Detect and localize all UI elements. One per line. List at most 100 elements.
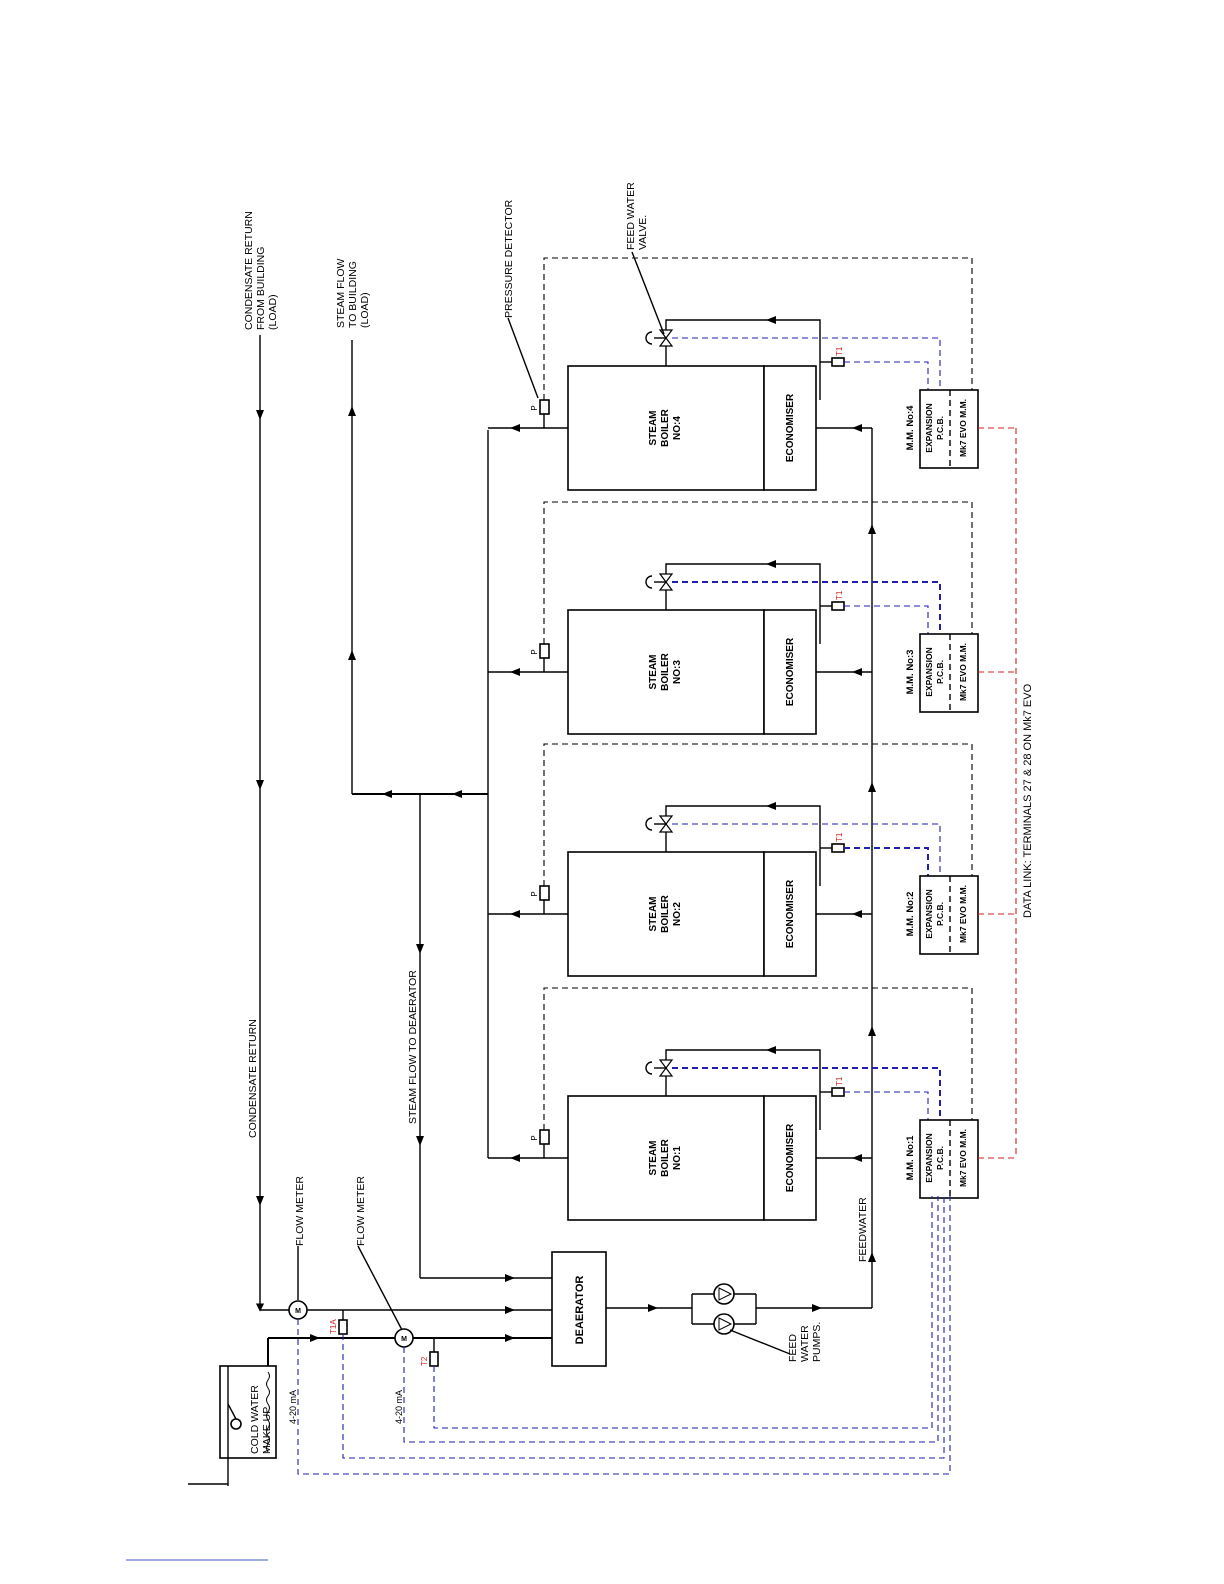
boiler-name-line-3: NO:1 xyxy=(672,1146,683,1170)
sensor-t1-label: T1 xyxy=(835,346,844,356)
economiser-label: ECONOMISER xyxy=(785,393,796,462)
expansion-line-2: P.C.B. xyxy=(935,416,945,440)
expansion-line-2: P.C.B. xyxy=(935,902,945,926)
sensor-t2: T2 xyxy=(420,1338,439,1367)
boiler-name-line-1: STEAM xyxy=(648,655,659,690)
pressure-detector xyxy=(539,1129,550,1145)
economiser xyxy=(763,365,817,491)
pressure-tag: P xyxy=(530,891,539,896)
economiser-label: ECONOMISER xyxy=(785,637,796,706)
flow-meter-leader xyxy=(357,1245,403,1331)
pressure-detector xyxy=(539,885,550,901)
label-line-1: FEED xyxy=(787,1334,799,1362)
flow-arrow xyxy=(868,524,876,534)
pressure-detector xyxy=(539,399,550,415)
sensor-t1a: T1A xyxy=(329,1310,348,1335)
flow-meter-make-up: M xyxy=(394,1328,414,1348)
data-link xyxy=(978,427,1017,1159)
feed-water-valve-label: FEED WATER VALVE. xyxy=(625,182,665,335)
flow-arrow xyxy=(382,790,392,798)
expansion-line-1: EXPANSION xyxy=(924,647,934,696)
feed-water-pumps-label: FEED WATER PUMPS. xyxy=(787,1322,823,1362)
master-module xyxy=(919,633,979,713)
boiler-name-line-2: BOILER xyxy=(660,408,671,447)
flow-meter-condensate: M xyxy=(288,1300,308,1320)
mm-title: M.M. No:2 xyxy=(905,892,916,937)
boiler-name-line-1: STEAM xyxy=(648,411,659,446)
sensor-t2-label: T2 xyxy=(420,1356,429,1366)
module-name: Mk7 EVO M.M. xyxy=(958,399,968,457)
expansion-line-1: EXPANSION xyxy=(924,1133,934,1182)
flow-arrow xyxy=(310,1334,320,1342)
valve-actuator-icon xyxy=(645,1061,653,1075)
pressure-tag: P xyxy=(530,1135,539,1140)
valve-actuator-icon xyxy=(645,331,653,345)
flow-arrow xyxy=(505,1334,515,1342)
pressure-detector-text: PRESSURE DETECTOR xyxy=(503,199,515,318)
boiler-name-line-2: BOILER xyxy=(660,652,671,691)
master-module xyxy=(919,875,979,955)
feed-water-valve xyxy=(658,573,674,583)
valve-actuator-icon xyxy=(645,575,653,589)
flow-arrow xyxy=(505,1274,515,1282)
boiler-body xyxy=(567,1095,765,1221)
flow-arrow xyxy=(505,1306,515,1314)
flow-meter-label: FLOW METER xyxy=(294,1176,306,1246)
sensor-t1-label: T1 xyxy=(835,1076,844,1086)
master-module xyxy=(919,389,979,469)
deaerator-label: DEAERATOR xyxy=(574,1276,586,1345)
economiser xyxy=(763,1095,817,1221)
condensate-return-building-label: CONDENSATE RETURN FROM BUILDING (LOAD) xyxy=(243,211,279,330)
valve-actuator-icon xyxy=(645,817,653,831)
meter-tag: M xyxy=(401,1336,407,1343)
cold-water-make-up-tank xyxy=(188,1365,277,1486)
feed-water-valve xyxy=(658,815,674,825)
sensor-t1 xyxy=(831,357,845,367)
flow-arrow xyxy=(256,1196,264,1206)
flow-arrow xyxy=(868,1026,876,1036)
mm-title: M.M. No:3 xyxy=(905,650,916,695)
label-line-3: PUMPS. xyxy=(811,1322,823,1362)
label-line-1: STEAM FLOW xyxy=(335,258,347,328)
signal-4-20-label: 4-20 mA xyxy=(288,1390,298,1424)
flow-arrow xyxy=(868,782,876,792)
boiler-body xyxy=(567,851,765,977)
sensor-t1-label: T1 xyxy=(835,832,844,842)
pressure-detector xyxy=(539,643,550,659)
label-line-2: MAKE UP xyxy=(261,1407,273,1454)
flow-meter-label: FLOW METER xyxy=(355,1176,367,1246)
mm-title: M.M. No:4 xyxy=(905,405,916,451)
signal-line-t1a xyxy=(342,1196,945,1459)
boiler-name-line-1: STEAM xyxy=(648,1141,659,1176)
master-module xyxy=(919,1119,979,1199)
signal-line-t2 xyxy=(433,1196,933,1429)
flow-arrow xyxy=(452,790,462,798)
feed-water-valve xyxy=(658,329,674,339)
flow-arrow xyxy=(416,944,424,954)
module-name: Mk7 EVO M.M. xyxy=(958,885,968,943)
flow-arrow xyxy=(416,1136,424,1146)
sensor-t1 xyxy=(831,1087,845,1097)
flow-arrow xyxy=(648,1304,658,1312)
steam-flow-deaerator-label: STEAM FLOW TO DEAERATOR xyxy=(407,970,419,1124)
economiser xyxy=(763,609,817,735)
feedwater-label: FEEDWATER xyxy=(857,1197,869,1262)
economiser-label: ECONOMISER xyxy=(785,879,796,948)
sensor-t1-label: T1 xyxy=(835,590,844,600)
flow-arrow xyxy=(256,780,264,790)
boiler-name-line-2: BOILER xyxy=(660,1138,671,1177)
label-line-1: CONDENSATE RETURN xyxy=(243,211,255,330)
boiler-name-line-3: NO:4 xyxy=(672,416,683,440)
flow-arrow xyxy=(256,410,264,420)
expansion-line-2: P.C.B. xyxy=(935,1146,945,1170)
deaerator-tank xyxy=(551,1251,607,1367)
steam-flow-building-label: STEAM FLOW TO BUILDING (LOAD) xyxy=(335,258,371,328)
pumps-leader xyxy=(729,1329,791,1355)
flow-arrow xyxy=(348,650,356,660)
